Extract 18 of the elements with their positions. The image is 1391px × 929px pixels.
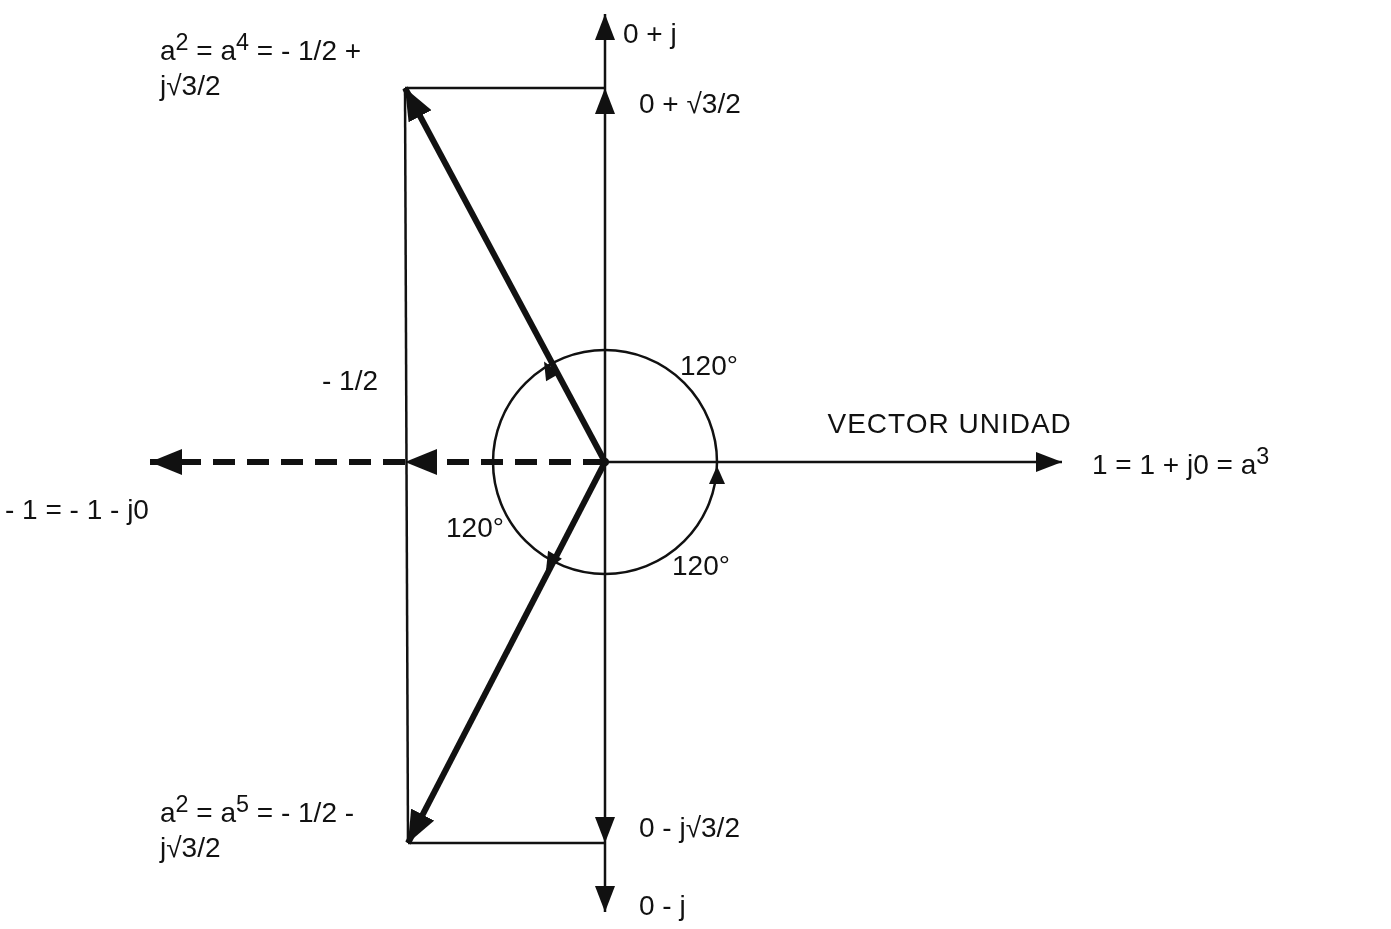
projection-line <box>408 841 605 845</box>
arrow <box>595 14 615 88</box>
phasor-value-label: 0 + j <box>623 17 677 51</box>
phasor-value-label: a$^{2}$ = a$^{5}$ = - 1/2 - j√3/2 <box>160 790 356 866</box>
dashed-arrow <box>150 449 405 475</box>
phasor-value-label: a$^{2}$ = a$^{4}$ = - 1/2 + j√3/2 <box>160 28 363 104</box>
angle-label: 120° <box>680 350 738 382</box>
projection-line <box>403 88 410 843</box>
projection-line <box>405 86 605 90</box>
angle-label: 120° <box>672 550 730 582</box>
arrow <box>595 843 615 912</box>
phasor-value-label: 0 - j√3/2 <box>639 811 740 845</box>
phasor-value-label: - 1 = - 1 - j0 <box>5 493 149 527</box>
phasor-value-label: 0 - j <box>639 889 686 923</box>
phasor-value-label: 0 + √3/2 <box>639 87 741 121</box>
phasor-value-label: - 1/2 <box>322 364 379 398</box>
angle-label: 120° <box>446 512 504 544</box>
phasor-value-label: 1 = 1 + j0 = a$^{3}$ <box>1092 442 1270 483</box>
